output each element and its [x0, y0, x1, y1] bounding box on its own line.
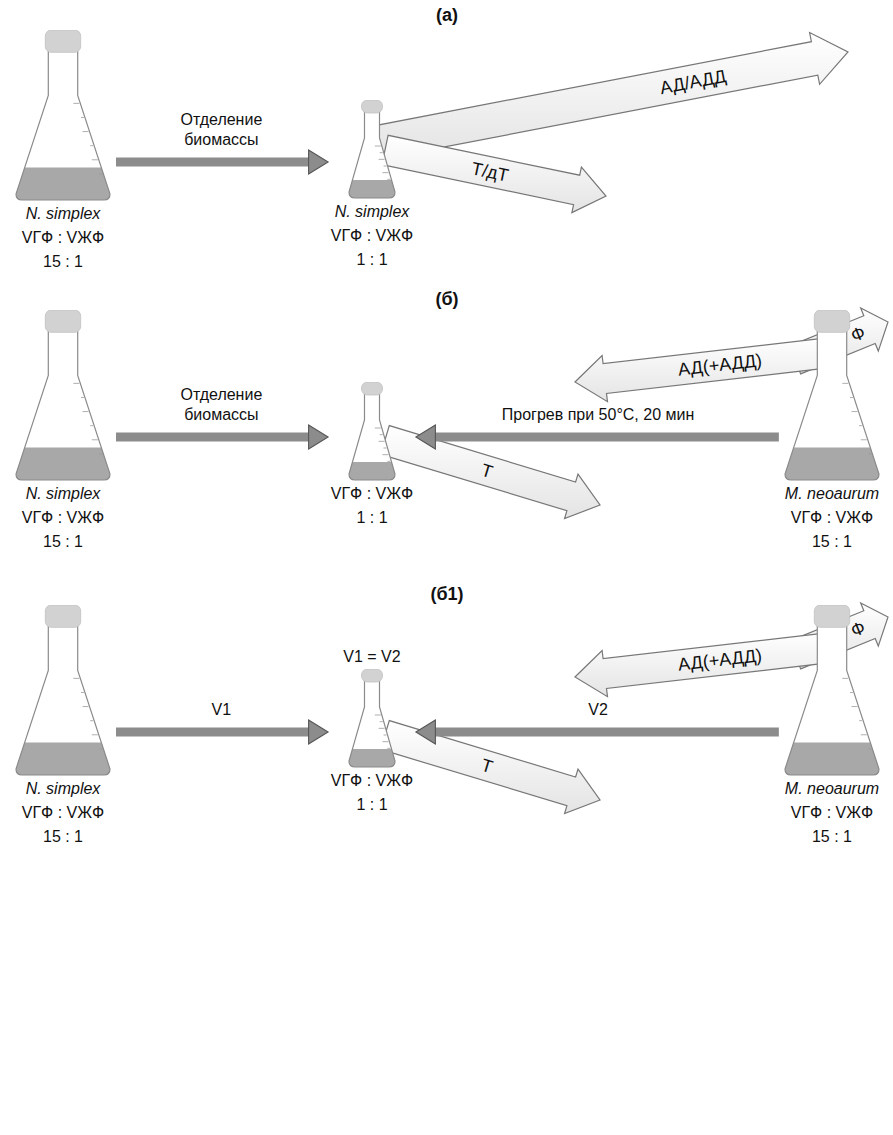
- flask-stopper: [45, 605, 80, 627]
- flask-illustration: [14, 605, 112, 777]
- flask-node: VГФ : VЖФ1 : 1: [329, 382, 415, 530]
- volume-ratio: 15 : 1: [783, 825, 881, 849]
- flask-glass: [16, 620, 110, 775]
- flask-graduation: [842, 678, 871, 749]
- flask-illustration: [14, 310, 112, 482]
- panel-letter: (б1): [430, 583, 463, 605]
- flow-block-arrow: [382, 135, 606, 212]
- flask-graduation: [375, 428, 391, 461]
- volume-ratio: V1 = V2: [329, 645, 415, 669]
- flask-liquid: [349, 462, 395, 480]
- flow-block-arrow: [377, 33, 848, 159]
- flask-glass: [16, 325, 110, 480]
- flask-illustration: [14, 30, 112, 202]
- flask-glass: [349, 109, 395, 198]
- flask-glass: [349, 391, 395, 480]
- arrow-label: V2: [585, 700, 611, 720]
- flask-liquid: [16, 168, 110, 200]
- volume-ratio: 15 : 1: [14, 825, 112, 849]
- volume-ratio: 1 : 1: [329, 248, 415, 272]
- volume-ratio: 1 : 1: [329, 793, 415, 817]
- flask-outline: [349, 678, 395, 767]
- flask-liquid: [785, 448, 879, 480]
- flask-liquid: [349, 180, 395, 198]
- flask-glass: [785, 620, 879, 775]
- arrow-label: Отделение биомассы: [148, 110, 294, 150]
- flask-stopper: [814, 605, 849, 627]
- flask-liquid: [349, 749, 395, 767]
- flask-graduation: [375, 146, 391, 179]
- flask-liquid: [16, 743, 110, 775]
- volume-ratio: VГФ : VЖФ: [14, 801, 112, 825]
- arrow-label: V1: [209, 700, 235, 720]
- transfer-arrow: [433, 728, 779, 737]
- flask-illustration: [347, 100, 397, 200]
- flask-node: M. neoaurumVГФ : VЖФ15 : 1: [783, 310, 881, 554]
- flow-block-arrow: [575, 337, 837, 402]
- panel-letter: (б): [435, 288, 458, 310]
- volume-ratio: VГФ : VЖФ: [329, 482, 415, 506]
- flask-graduation: [73, 678, 102, 749]
- flask-graduation: [375, 715, 391, 748]
- flask-outline: [16, 45, 110, 200]
- flask-outline: [16, 620, 110, 775]
- transfer-arrow: [116, 728, 311, 737]
- volume-ratio: VГФ : VЖФ: [329, 769, 415, 793]
- strain-name: M. neoaurum: [783, 777, 881, 801]
- strain-name: M. neoaurum: [783, 482, 881, 506]
- strain-name: N. simplex: [14, 482, 112, 506]
- volume-ratio: VГФ : VЖФ: [329, 224, 415, 248]
- volume-ratio: 15 : 1: [14, 250, 112, 274]
- flask-stopper: [45, 310, 80, 332]
- flask-node: N. simplexVГФ : VЖФ1 : 1: [329, 100, 415, 272]
- flask-outline: [16, 325, 110, 480]
- flask-liquid: [16, 448, 110, 480]
- flow-block-arrow: [575, 632, 837, 697]
- volume-ratio: VГФ : VЖФ: [783, 506, 881, 530]
- strain-name: N. simplex: [14, 202, 112, 226]
- volume-ratio: VГФ : VЖФ: [783, 801, 881, 825]
- arrow-label: Прогрев при 50°C, 20 мин: [499, 405, 697, 425]
- volume-ratio: 15 : 1: [14, 530, 112, 554]
- flask-stopper: [814, 310, 849, 332]
- flask-illustration: [347, 382, 397, 482]
- strain-name: N. simplex: [14, 777, 112, 801]
- flask-node: N. simplexVГФ : VЖФ15 : 1: [14, 605, 112, 849]
- flask-glass: [16, 45, 110, 200]
- transfer-arrow: [116, 158, 311, 167]
- flask-outline: [349, 109, 395, 198]
- flask-glass: [349, 678, 395, 767]
- flask-illustration: [347, 669, 397, 769]
- panel-letter: (а): [436, 4, 458, 26]
- volume-ratio: 1 : 1: [329, 506, 415, 530]
- flask-node: V1 = V2 VГФ : VЖФ1 : 1: [329, 645, 415, 817]
- flask-outline: [349, 391, 395, 480]
- arrow-label: Отделение биомассы: [148, 385, 294, 425]
- flask-stopper: [361, 100, 382, 113]
- flask-glass: [785, 325, 879, 480]
- flask-graduation: [842, 383, 871, 454]
- flask-node: N. simplexVГФ : VЖФ15 : 1: [14, 30, 112, 274]
- flask-stopper: [361, 669, 382, 682]
- transfer-arrow: [433, 433, 779, 442]
- flask-graduation: [73, 383, 102, 454]
- transfer-arrow: [116, 433, 311, 442]
- flask-outline: [785, 620, 879, 775]
- volume-ratio: VГФ : VЖФ: [14, 226, 112, 250]
- strain-name: N. simplex: [329, 200, 415, 224]
- flask-graduation: [73, 103, 102, 174]
- flask-outline: [785, 325, 879, 480]
- flask-node: N. simplexVГФ : VЖФ15 : 1: [14, 310, 112, 554]
- volume-ratio: 15 : 1: [783, 530, 881, 554]
- flask-liquid: [785, 743, 879, 775]
- flask-stopper: [45, 30, 80, 52]
- flask-stopper: [361, 382, 382, 395]
- volume-ratio: VГФ : VЖФ: [14, 506, 112, 530]
- flask-node: M. neoaurumVГФ : VЖФ15 : 1: [783, 605, 881, 849]
